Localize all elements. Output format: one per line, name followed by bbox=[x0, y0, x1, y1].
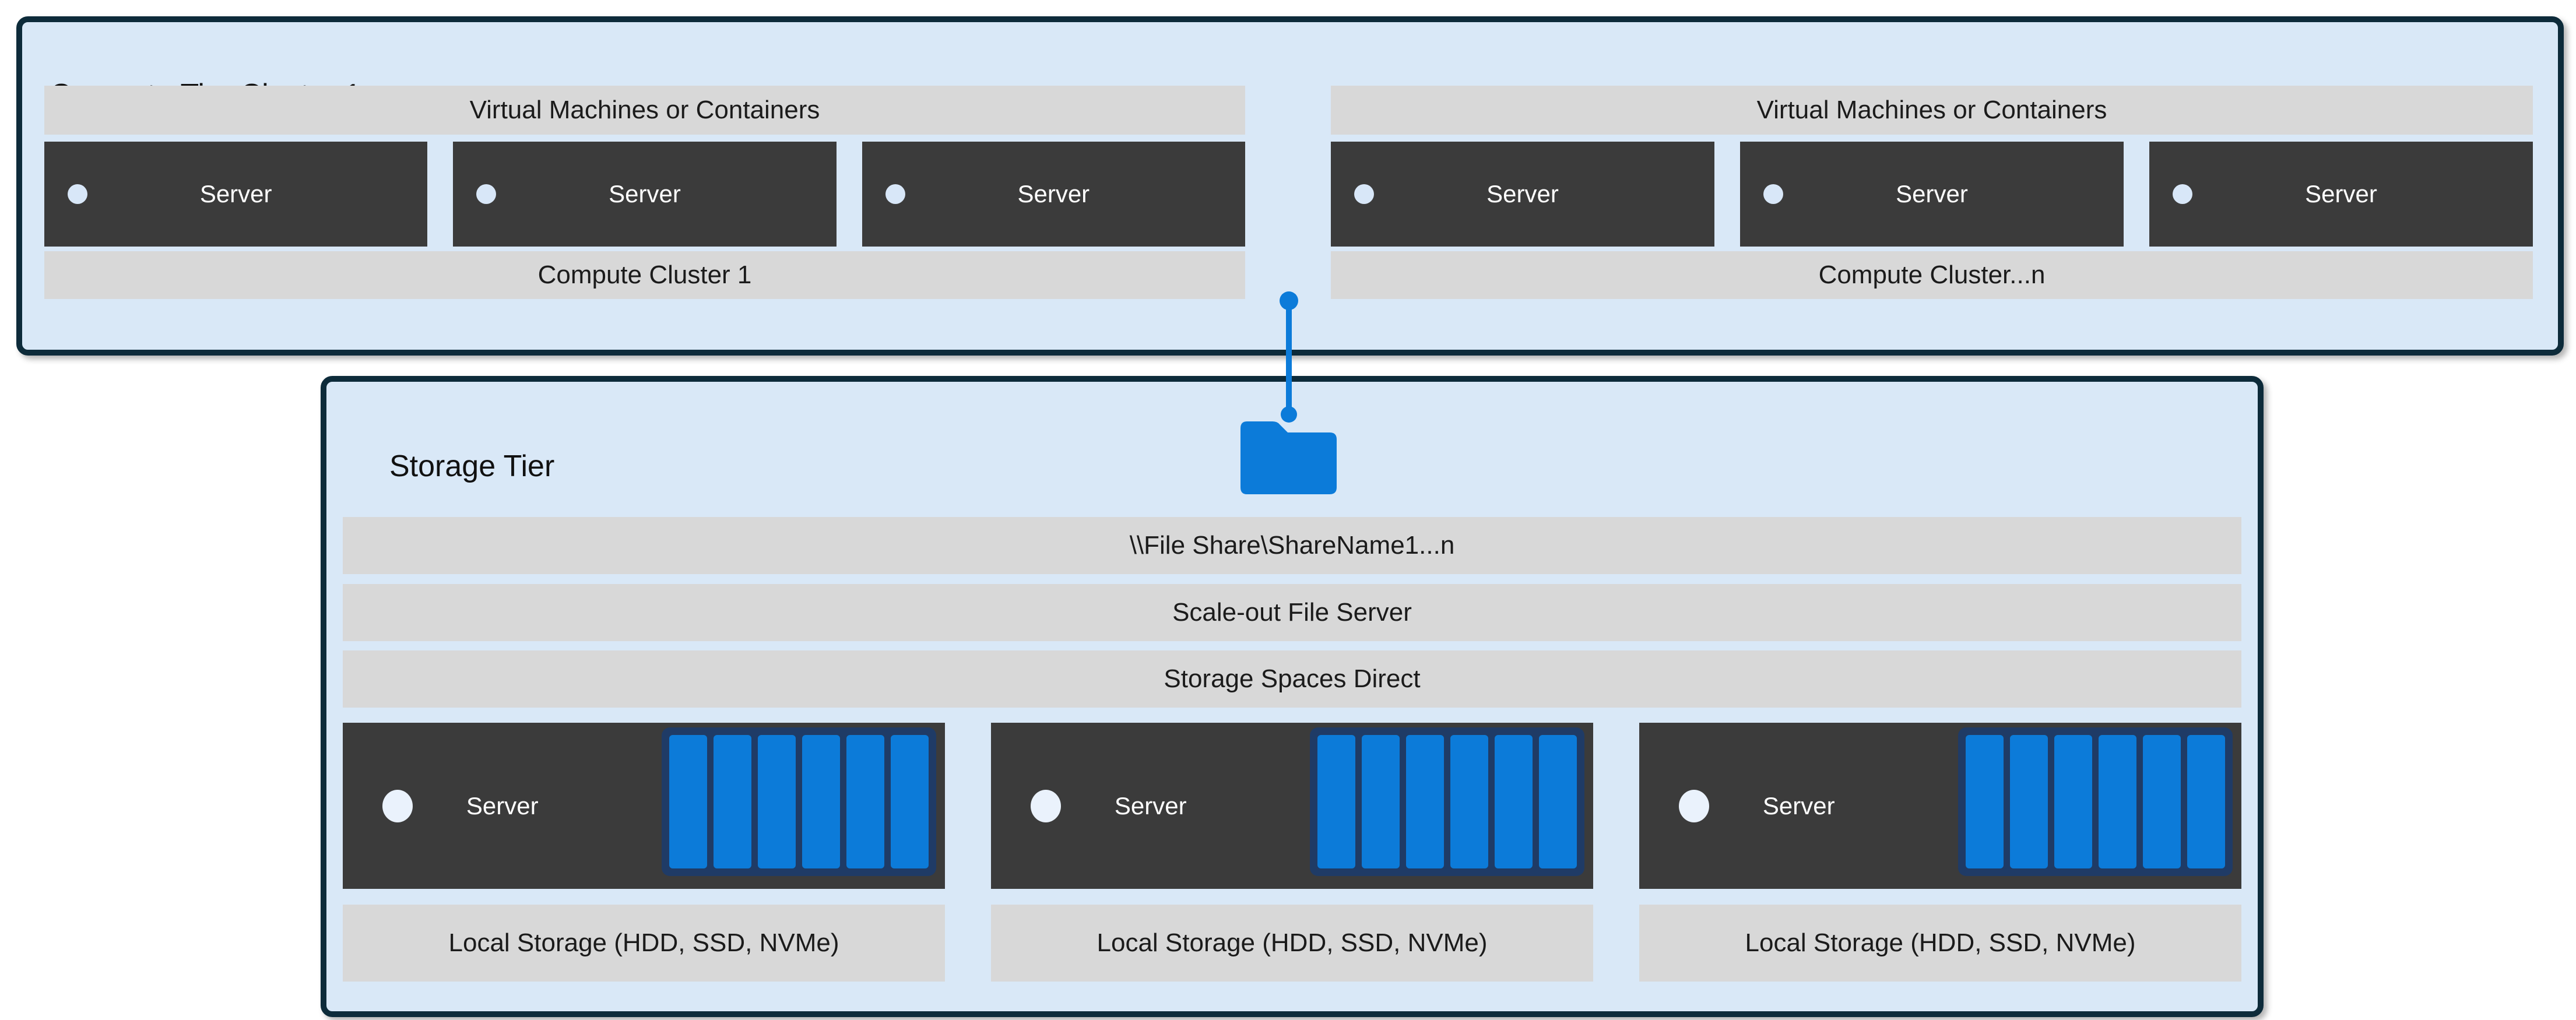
server-label: Server bbox=[466, 792, 539, 819]
disk-icon bbox=[714, 735, 752, 868]
disk-icon bbox=[2054, 735, 2093, 868]
storage-tier-box: Storage Tier \\File Share\ShareName1...n… bbox=[321, 376, 2264, 1017]
file-share-label: \\File Share\ShareName1...n bbox=[1129, 531, 1455, 560]
server-row: Server Server Server bbox=[44, 142, 1245, 247]
power-indicator-dot bbox=[68, 184, 87, 204]
storage-tier-title: Storage Tier bbox=[389, 449, 555, 483]
vm-containers-bar: Virtual Machines or Containers bbox=[1331, 86, 2533, 135]
disk-array-icon bbox=[662, 727, 936, 876]
compute-cluster-n: Virtual Machines or Containers Server Se… bbox=[1331, 86, 2533, 299]
storage-spaces-direct-bar: Storage Spaces Direct bbox=[343, 650, 2241, 708]
power-indicator-dot bbox=[1763, 184, 1783, 204]
connector-endpoint-dot bbox=[1281, 406, 1297, 423]
power-indicator-dot bbox=[2173, 184, 2192, 204]
storage-server: Server bbox=[1639, 723, 2241, 889]
connector-endpoint-dot bbox=[1280, 291, 1298, 310]
compute-cluster-bar: Compute Cluster...n bbox=[1331, 251, 2533, 299]
vm-containers-bar: Virtual Machines or Containers bbox=[44, 86, 1245, 135]
server-label: Server bbox=[1762, 792, 1835, 819]
storage-server: Server bbox=[343, 723, 945, 889]
server-label: Server bbox=[1017, 180, 1090, 207]
disk-icon bbox=[758, 735, 796, 868]
power-indicator-dot bbox=[476, 184, 497, 204]
compute-cluster-label: Compute Cluster...n bbox=[1818, 261, 2046, 289]
local-storage-label: Local Storage (HDD, SSD, NVMe) bbox=[448, 928, 839, 957]
power-indicator-dot bbox=[885, 184, 905, 204]
file-share-bar: \\File Share\ShareName1...n bbox=[343, 517, 2241, 574]
local-storage-bar: Local Storage (HDD, SSD, NVMe) bbox=[991, 905, 1593, 982]
vm-containers-label: Virtual Machines or Containers bbox=[469, 96, 820, 124]
folder-icon bbox=[1240, 421, 1337, 494]
disk-icon bbox=[802, 735, 841, 868]
disk-icon bbox=[1495, 735, 1533, 868]
disk-icon bbox=[846, 735, 885, 868]
disk-icon bbox=[1362, 735, 1400, 868]
storage-node-row: Server Local Storage (HDD, SSD, NVMe) bbox=[343, 723, 2241, 982]
server-label: Server bbox=[2305, 180, 2377, 207]
storage-node: Server Local Storage (HDD, SSD, NVMe) bbox=[343, 723, 945, 982]
disk-icon bbox=[1966, 735, 2004, 868]
power-indicator-dot bbox=[1679, 789, 1709, 822]
tier-connector-line bbox=[1286, 301, 1292, 414]
disk-array-icon bbox=[1958, 727, 2233, 876]
disk-icon bbox=[2099, 735, 2137, 868]
disk-icon bbox=[1317, 735, 1356, 868]
scale-out-file-server-label: Scale-out File Server bbox=[1172, 598, 1412, 627]
power-indicator-dot bbox=[382, 789, 413, 822]
compute-server: Server bbox=[862, 142, 1245, 247]
compute-server: Server bbox=[44, 142, 428, 247]
disk-icon bbox=[1539, 735, 1577, 868]
compute-cluster-1: Virtual Machines or Containers Server Se… bbox=[44, 86, 1245, 299]
storage-node: Server Local Storage (HDD, SSD, NVMe) bbox=[991, 723, 1593, 982]
local-storage-bar: Local Storage (HDD, SSD, NVMe) bbox=[1639, 905, 2241, 982]
server-row: Server Server Server bbox=[1331, 142, 2533, 247]
disk-icon bbox=[2010, 735, 2048, 868]
server-label: Server bbox=[609, 180, 681, 207]
scale-out-file-server-bar: Scale-out File Server bbox=[343, 584, 2241, 641]
storage-node: Server Local Storage (HDD, SSD, NVMe) bbox=[1639, 723, 2241, 982]
compute-server: Server bbox=[2149, 142, 2533, 247]
disk-icon bbox=[1450, 735, 1489, 868]
disk-icon bbox=[669, 735, 708, 868]
compute-server: Server bbox=[1331, 142, 1714, 247]
server-label: Server bbox=[1896, 180, 1968, 207]
power-indicator-dot bbox=[1354, 184, 1374, 204]
disk-array-icon bbox=[1310, 727, 1584, 876]
power-indicator-dot bbox=[1031, 789, 1061, 822]
server-label: Server bbox=[199, 180, 272, 207]
disk-icon bbox=[2187, 735, 2226, 868]
vm-containers-label: Virtual Machines or Containers bbox=[1756, 96, 2107, 124]
disk-icon bbox=[2143, 735, 2181, 868]
local-storage-bar: Local Storage (HDD, SSD, NVMe) bbox=[343, 905, 945, 982]
disk-icon bbox=[1406, 735, 1445, 868]
storage-spaces-direct-label: Storage Spaces Direct bbox=[1164, 664, 1421, 693]
local-storage-label: Local Storage (HDD, SSD, NVMe) bbox=[1097, 928, 1488, 957]
compute-server: Server bbox=[453, 142, 837, 247]
compute-cluster-label: Compute Cluster 1 bbox=[537, 261, 752, 289]
server-label: Server bbox=[1114, 792, 1187, 819]
compute-tier-box: Compute Tier Cluster 1..n Virtual Machin… bbox=[16, 16, 2564, 356]
disk-icon bbox=[891, 735, 929, 868]
compute-cluster-bar: Compute Cluster 1 bbox=[44, 251, 1245, 299]
compute-server: Server bbox=[1740, 142, 2124, 247]
local-storage-label: Local Storage (HDD, SSD, NVMe) bbox=[1745, 928, 2136, 957]
server-label: Server bbox=[1486, 180, 1559, 207]
storage-server: Server bbox=[991, 723, 1593, 889]
